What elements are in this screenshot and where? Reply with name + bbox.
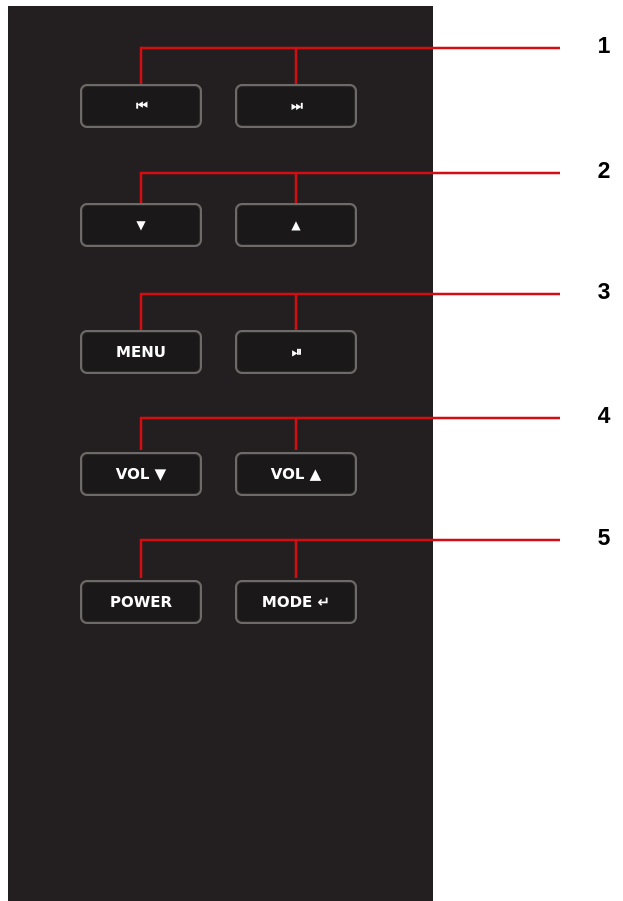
play-pause-button[interactable]: ⏯ [235, 330, 357, 374]
up-arrow-icon: ▲ [291, 218, 301, 232]
previous-track-icon: ⏮ [136, 98, 148, 114]
play-pause-icon: ⏯ [291, 344, 303, 360]
down-button[interactable]: ▼ [80, 203, 202, 247]
menu-button-label: MENU [116, 343, 166, 361]
callout-number-2: 2 [597, 157, 611, 183]
callout-number-1: 1 [597, 32, 611, 58]
volume-down-button[interactable]: VOL ▼ [80, 452, 202, 496]
callout-number-5: 5 [597, 524, 611, 550]
volume-down-label: VOL ▼ [115, 465, 167, 483]
menu-button[interactable]: MENU [80, 330, 202, 374]
up-button[interactable]: ▲ [235, 203, 357, 247]
previous-track-button[interactable]: ⏮ [80, 84, 202, 128]
down-arrow-icon: ▼ [136, 218, 146, 232]
callout-number-4: 4 [597, 402, 611, 428]
power-button-label: POWER [109, 593, 173, 611]
mode-enter-label: MODE ↵ [261, 593, 331, 611]
callout-number-3: 3 [597, 278, 611, 304]
mode-enter-button[interactable]: MODE ↵ [235, 580, 357, 624]
volume-up-label: VOL ▲ [270, 465, 322, 483]
next-track-icon: ⏭ [291, 98, 303, 114]
power-button[interactable]: POWER [80, 580, 202, 624]
volume-up-button[interactable]: VOL ▲ [235, 452, 357, 496]
remote-control-body [8, 6, 433, 901]
next-track-button[interactable]: ⏭ [235, 84, 357, 128]
